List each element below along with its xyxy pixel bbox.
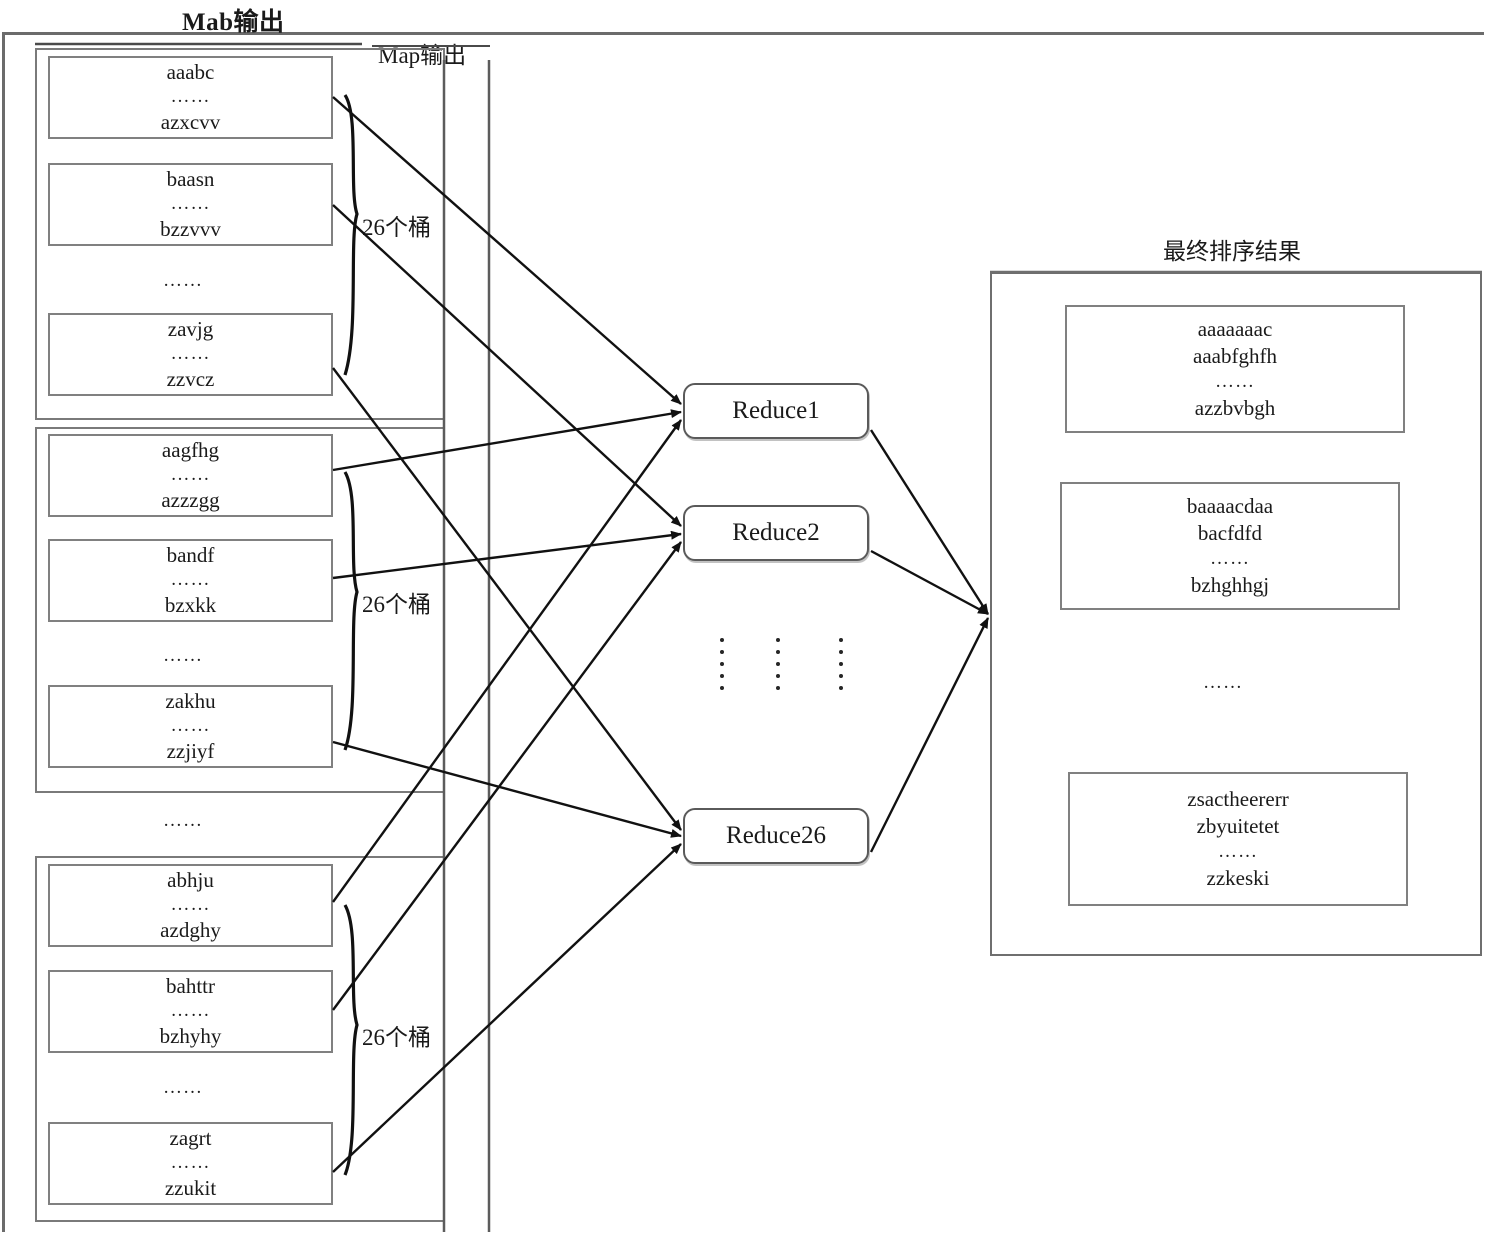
map-bucket-g3-a: abhju …… azdghy bbox=[48, 864, 333, 947]
reduce-node-2[interactable]: Reduce2 bbox=[683, 505, 869, 561]
page-frame bbox=[2, 32, 1484, 1232]
reducer-gap-dots-column-3 bbox=[838, 638, 844, 698]
result-box-b: baaaacdaa bacfdfd …… bzhghhgj bbox=[1060, 482, 1400, 610]
result-box-a: aaaaaaac aaabfghfh …… azzbvbgh bbox=[1065, 305, 1405, 433]
bucket-last-key: azxcvv bbox=[160, 109, 221, 134]
bucket-last-key: bzzvvv bbox=[160, 216, 221, 241]
result-line: zsactheererr bbox=[1187, 786, 1289, 811]
reduce-node-label: Reduce2 bbox=[732, 519, 820, 546]
bucket-first-key: bandf bbox=[166, 543, 215, 567]
bucket-count-label-g2: 26个桶 bbox=[362, 592, 431, 617]
bucket-ellipsis: …… bbox=[170, 464, 211, 485]
bucket-ellipsis: …… bbox=[170, 86, 211, 107]
map-output-left-title: Mab输出 bbox=[182, 9, 285, 36]
bucket-last-key: zzvcz bbox=[166, 366, 215, 391]
bucket-last-key: azzzgg bbox=[161, 487, 220, 512]
bucket-last-key: zzukit bbox=[164, 1175, 217, 1200]
bucket-first-key: abhju bbox=[167, 868, 214, 892]
result-ellipsis: …… bbox=[1210, 548, 1250, 570]
bucket-last-key: bzhyhy bbox=[159, 1023, 222, 1048]
reduce-node-26[interactable]: Reduce26 bbox=[683, 808, 869, 864]
bucket-last-key: bzxkk bbox=[164, 592, 217, 617]
map-bucket-g1-z: zavjg …… zzvcz bbox=[48, 313, 333, 396]
bucket-ellipsis: …… bbox=[170, 715, 211, 736]
result-line: bacfdfd bbox=[1197, 521, 1263, 545]
bucket-last-key: zzjiyf bbox=[166, 738, 215, 763]
result-last-line: zzkeski bbox=[1206, 865, 1270, 890]
map-bucket-g3-z: zagrt …… zzukit bbox=[48, 1122, 333, 1205]
bucket-last-key: azdghy bbox=[160, 917, 221, 942]
result-line: zbyuitetet bbox=[1196, 814, 1280, 838]
bucket-first-key: zagrt bbox=[169, 1126, 212, 1150]
result-line: aaabfghfh bbox=[1193, 344, 1277, 368]
result-line: aaaaaaac bbox=[1197, 316, 1273, 341]
reducer-gap-dots-column-2 bbox=[775, 638, 781, 698]
bucket-ellipsis: …… bbox=[170, 569, 211, 590]
map-bucket-g2-z: zakhu …… zzjiyf bbox=[48, 685, 333, 768]
map-bucket-g1-a: aaabc …… azxcvv bbox=[48, 56, 333, 139]
bucket-first-key: aaabc bbox=[166, 60, 215, 84]
result-ellipsis: …… bbox=[1218, 841, 1258, 863]
map-group-1-separator: …… bbox=[163, 270, 203, 291]
bucket-first-key: aagfhg bbox=[161, 438, 220, 462]
reduce-node-label: Reduce1 bbox=[732, 397, 820, 424]
result-box-z: zsactheererr zbyuitetet …… zzkeski bbox=[1068, 772, 1408, 906]
bucket-first-key: bahttr bbox=[166, 974, 215, 998]
map-bucket-g2-a: aagfhg …… azzzgg bbox=[48, 434, 333, 517]
bucket-ellipsis: …… bbox=[170, 1000, 211, 1021]
bucket-first-key: baasn bbox=[166, 167, 215, 191]
result-last-line: bzhghhgj bbox=[1190, 572, 1270, 597]
bucket-ellipsis: …… bbox=[170, 1152, 211, 1173]
bucket-first-key: zavjg bbox=[167, 317, 214, 341]
bucket-ellipsis: …… bbox=[170, 193, 211, 214]
map-output-title: Map输出 bbox=[378, 43, 467, 68]
map-bucket-g1-b: baasn …… bzzvvv bbox=[48, 163, 333, 246]
reducer-gap-dots-column-1 bbox=[719, 638, 725, 698]
result-ellipsis: …… bbox=[1215, 371, 1255, 393]
result-boxes-gap-ellipsis: …… bbox=[1203, 672, 1243, 693]
reduce-node-1[interactable]: Reduce1 bbox=[683, 383, 869, 439]
bucket-count-label-g1: 26个桶 bbox=[362, 215, 431, 240]
map-bucket-g2-b: bandf …… bzxkk bbox=[48, 539, 333, 622]
result-line: baaaacdaa bbox=[1186, 493, 1274, 518]
map-bucket-g3-b: bahttr …… bzhyhy bbox=[48, 970, 333, 1053]
bucket-ellipsis: …… bbox=[170, 894, 211, 915]
reduce-node-label: Reduce26 bbox=[726, 822, 826, 849]
bucket-ellipsis: …… bbox=[170, 343, 211, 364]
bucket-first-key: zakhu bbox=[165, 689, 216, 713]
final-result-title: 最终排序结果 bbox=[1163, 239, 1301, 264]
result-last-line: azzbvbgh bbox=[1194, 395, 1276, 420]
map-group-3-separator: …… bbox=[163, 1077, 203, 1098]
bucket-count-label-g3: 26个桶 bbox=[362, 1025, 431, 1050]
map-group-2-separator: …… bbox=[163, 645, 203, 666]
map-groups-gap-ellipsis: …… bbox=[163, 810, 203, 831]
